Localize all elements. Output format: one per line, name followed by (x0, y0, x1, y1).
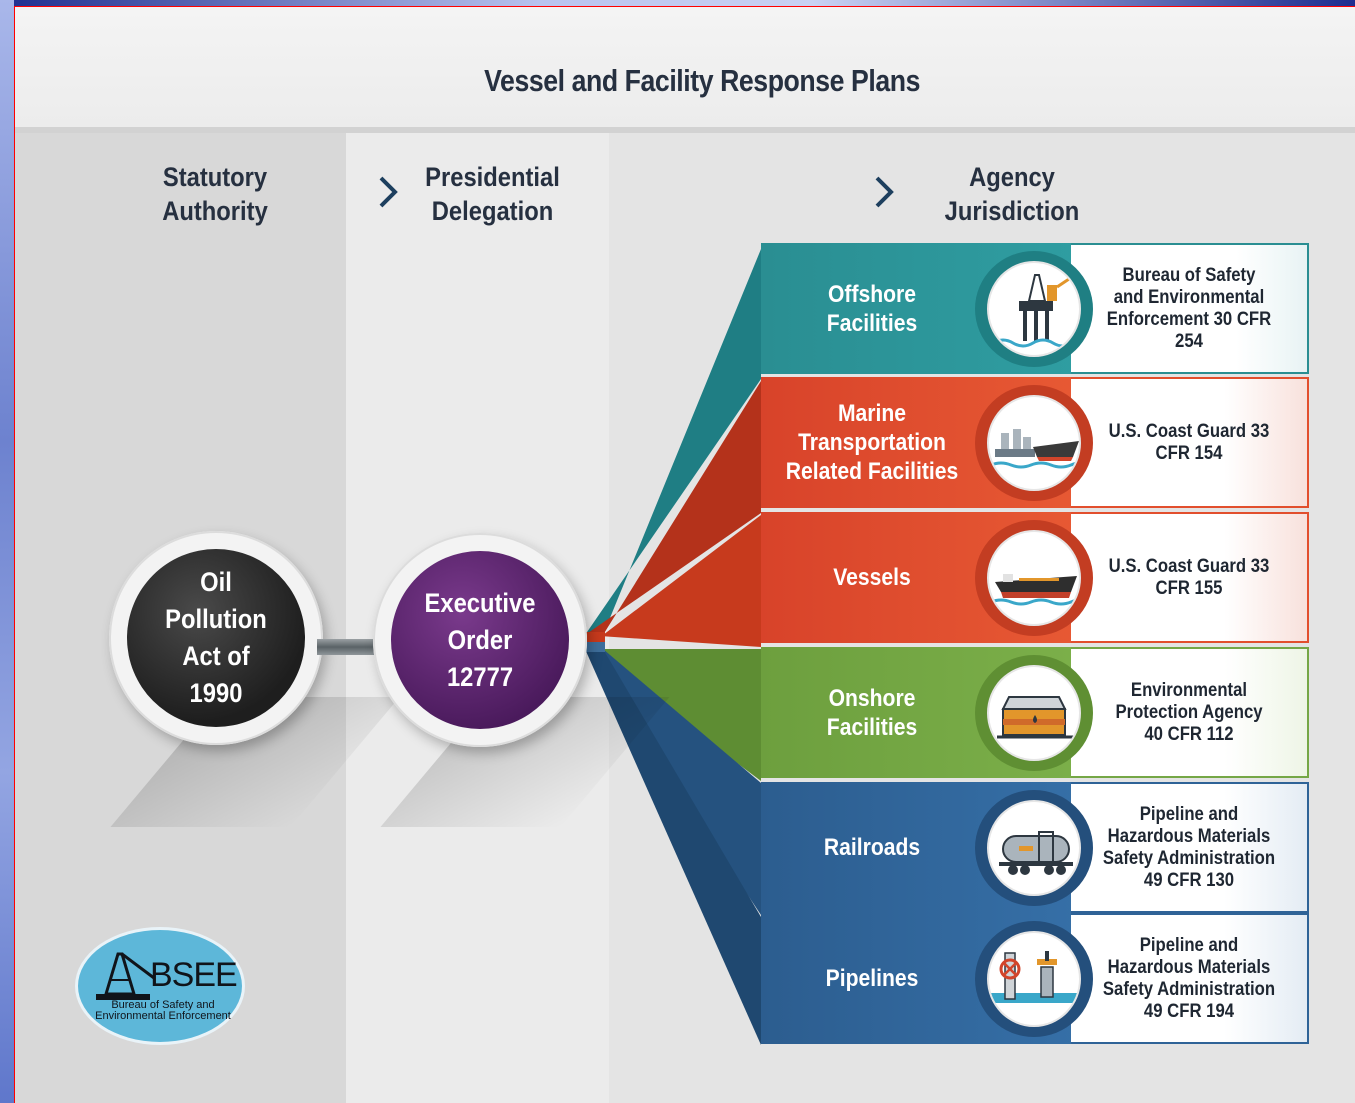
jurisdiction-row-pipelines: Pipeline and Hazardous Materials Safety … (761, 913, 1309, 1044)
fan-connectors (585, 249, 761, 1045)
agency-cell: Pipeline and Hazardous Materials Safety … (1071, 782, 1309, 913)
column-heading-statutory: Statutory Authority (162, 162, 268, 226)
agency-cell: U.S. Coast Guard 33 CFR 154 (1071, 377, 1309, 508)
jurisdiction-row-offshore: Bureau of Safety and Environmental Enfor… (761, 243, 1309, 374)
agency-cell: Bureau of Safety and Environmental Enfor… (1071, 243, 1309, 374)
arrow-icon-presidential-to-agency (591, 176, 894, 208)
storage-tank-icon (987, 665, 1081, 761)
bsee-logo: BSEE Bureau of Safety and Environmental … (75, 927, 245, 1045)
agency-cell: U.S. Coast Guard 33 CFR 155 (1071, 512, 1309, 643)
jurisdiction-row-railroads: Pipeline and Hazardous Materials Safety … (761, 782, 1309, 913)
rail-tank-car-icon (987, 800, 1081, 896)
header-bar: Vessel and Facility Response Plans (15, 7, 1355, 133)
statute-to-eo-connector (317, 639, 377, 655)
executive-order-circle: Executive Order 12777 (391, 551, 569, 729)
jurisdiction-row-onshore: Environmental Protection Agency 40 CFR 1… (761, 647, 1309, 778)
agency-cell: Environmental Protection Agency 40 CFR 1… (1071, 647, 1309, 778)
offshore-platform-icon (987, 261, 1081, 357)
pipeline-valve-icon (987, 931, 1081, 1027)
category-label: Vessels (833, 564, 911, 591)
column-heading-agency: Agency Jurisdiction (944, 162, 1080, 226)
column-heading-presidential: Presidential Delegation (425, 162, 560, 226)
category-label: Offshore Facilities (826, 280, 918, 337)
oil-rig-icon (96, 952, 155, 1000)
logo-subtitle: Bureau of Safety and Environmental Enfor… (95, 999, 231, 1022)
jurisdiction-row-vessels: U.S. Coast Guard 33 CFR 155 Vessels (761, 512, 1309, 643)
top-strip (0, 0, 1355, 6)
logo-wordmark: BSEE (150, 956, 238, 994)
tanker-ship-icon (987, 530, 1081, 626)
arrow-icon-statutory-to-presidential (297, 176, 398, 208)
category-label: Marine Transportation Related Facilities (785, 400, 959, 485)
infographic-frame: Vessel and Facility Response Plans Statu… (14, 6, 1355, 1103)
slide-edge-decoration (0, 0, 14, 1103)
category-label: Railroads (823, 834, 921, 861)
page-title: Vessel and Facility Response Plans (484, 63, 921, 98)
category-label: Onshore Facilities (826, 684, 918, 741)
marine-terminal-icon (987, 395, 1081, 491)
statute-circle: Oil Pollution Act of 1990 (127, 549, 305, 727)
jurisdiction-row-marine-transportation: U.S. Coast Guard 33 CFR 154 Marine Trans… (761, 377, 1309, 508)
category-label: Pipelines (825, 965, 919, 992)
agency-cell: Pipeline and Hazardous Materials Safety … (1071, 913, 1309, 1044)
